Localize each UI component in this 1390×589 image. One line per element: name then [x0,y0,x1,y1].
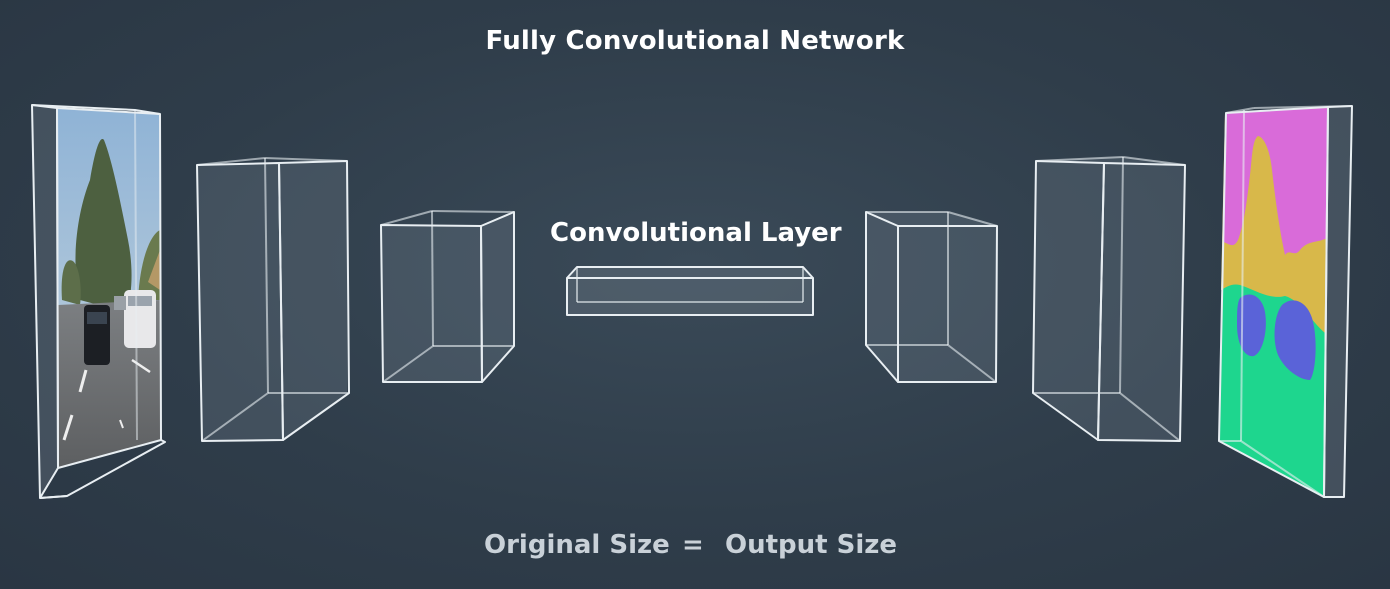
equals-sign: = [682,530,704,560]
output-size-label: Output Size [725,530,898,560]
diagram-title: Fully Convolutional Network [485,26,905,56]
bottleneck-layer [566,266,814,316]
decoder-block-2 [1032,156,1186,442]
encoder-block-1 [196,157,350,442]
input-photo [57,108,161,468]
segmentation-map [1219,107,1328,497]
output-segmentation-slab [1218,105,1353,498]
original-size-label: Original Size [484,530,670,560]
decoder-block-1 [865,211,998,383]
input-image-slab [31,104,166,499]
encoder-block-2 [380,210,515,383]
convolutional-layer-label: Convolutional Layer [550,218,842,248]
